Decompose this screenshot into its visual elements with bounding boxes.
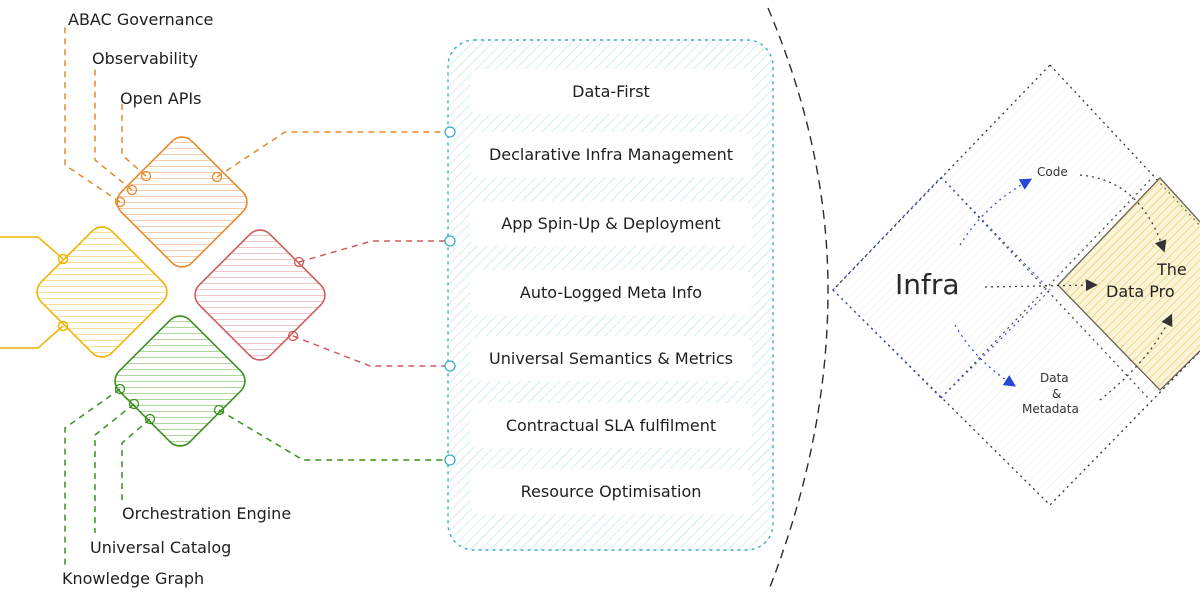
panel-port-dots bbox=[444, 126, 456, 466]
infra-diamond: Infra Code Data & Metadata The Data Pro bbox=[832, 64, 1200, 506]
left-top-labels: ABAC Governance Observability Open APIs bbox=[68, 10, 213, 108]
capability-card-bg bbox=[470, 69, 752, 114]
capability-label: Resource Optimisation bbox=[521, 482, 702, 501]
label-open-apis: Open APIs bbox=[120, 89, 201, 108]
code-label: Code bbox=[1037, 165, 1068, 179]
data-product-diamond bbox=[1057, 177, 1200, 391]
bottom-connectors bbox=[64, 388, 448, 568]
bottom-connector-dots bbox=[114, 383, 225, 425]
diamond-blue-grid bbox=[832, 176, 1051, 399]
capability-card-bg bbox=[470, 336, 752, 381]
data-label: Data bbox=[1040, 371, 1069, 385]
right-connector-dots bbox=[287, 256, 305, 342]
orange-block bbox=[116, 136, 248, 268]
ampersand-label: & bbox=[1052, 387, 1061, 401]
top-connector-dots bbox=[114, 170, 223, 208]
capability-card: App Spin-Up & Deployment bbox=[470, 201, 752, 246]
product-label-line1: The bbox=[1156, 260, 1187, 279]
left-connectors bbox=[0, 236, 69, 349]
diamond-grid bbox=[940, 176, 1151, 401]
product-arrows bbox=[984, 174, 1173, 401]
left-bottom-labels: Orchestration Engine Universal Catalog K… bbox=[62, 504, 291, 588]
right-connectors bbox=[292, 240, 448, 367]
label-knowledge-graph: Knowledge Graph bbox=[62, 569, 204, 588]
label-universal-catalog: Universal Catalog bbox=[90, 538, 231, 557]
metadata-label: Metadata bbox=[1022, 402, 1079, 416]
label-observability: Observability bbox=[92, 49, 198, 68]
capability-card: Auto-Logged Meta Info bbox=[470, 270, 752, 315]
top-connectors bbox=[64, 25, 448, 203]
product-label-line2: Data Pro bbox=[1106, 282, 1175, 301]
capability-card-bg bbox=[470, 403, 752, 448]
capability-label: Auto-Logged Meta Info bbox=[520, 283, 702, 302]
capability-card-bg bbox=[470, 270, 752, 315]
capability-card: Contractual SLA fulfilment bbox=[470, 403, 752, 448]
capability-card-bg bbox=[470, 132, 752, 177]
green-block bbox=[114, 315, 246, 447]
capability-label: Contractual SLA fulfilment bbox=[506, 416, 716, 435]
label-abac-governance: ABAC Governance bbox=[68, 10, 213, 29]
capability-card: Data-First bbox=[470, 69, 752, 114]
capability-label: Declarative Infra Management bbox=[489, 145, 733, 164]
capability-label: Data-First bbox=[572, 82, 650, 101]
capability-label: App Spin-Up & Deployment bbox=[501, 214, 720, 233]
label-orchestration-engine: Orchestration Engine bbox=[122, 504, 291, 523]
capability-label: Universal Semantics & Metrics bbox=[489, 349, 733, 368]
infra-arrows bbox=[954, 178, 1033, 387]
capability-card-bg bbox=[470, 201, 752, 246]
capability-card-bg bbox=[470, 469, 752, 514]
separator-bracket bbox=[767, 7, 829, 593]
infra-label: Infra bbox=[895, 268, 960, 301]
capability-card: Universal Semantics & Metrics bbox=[470, 336, 752, 381]
capability-card: Resource Optimisation bbox=[470, 469, 752, 514]
capability-card: Declarative Infra Management bbox=[470, 132, 752, 177]
building-blocks bbox=[36, 136, 326, 447]
